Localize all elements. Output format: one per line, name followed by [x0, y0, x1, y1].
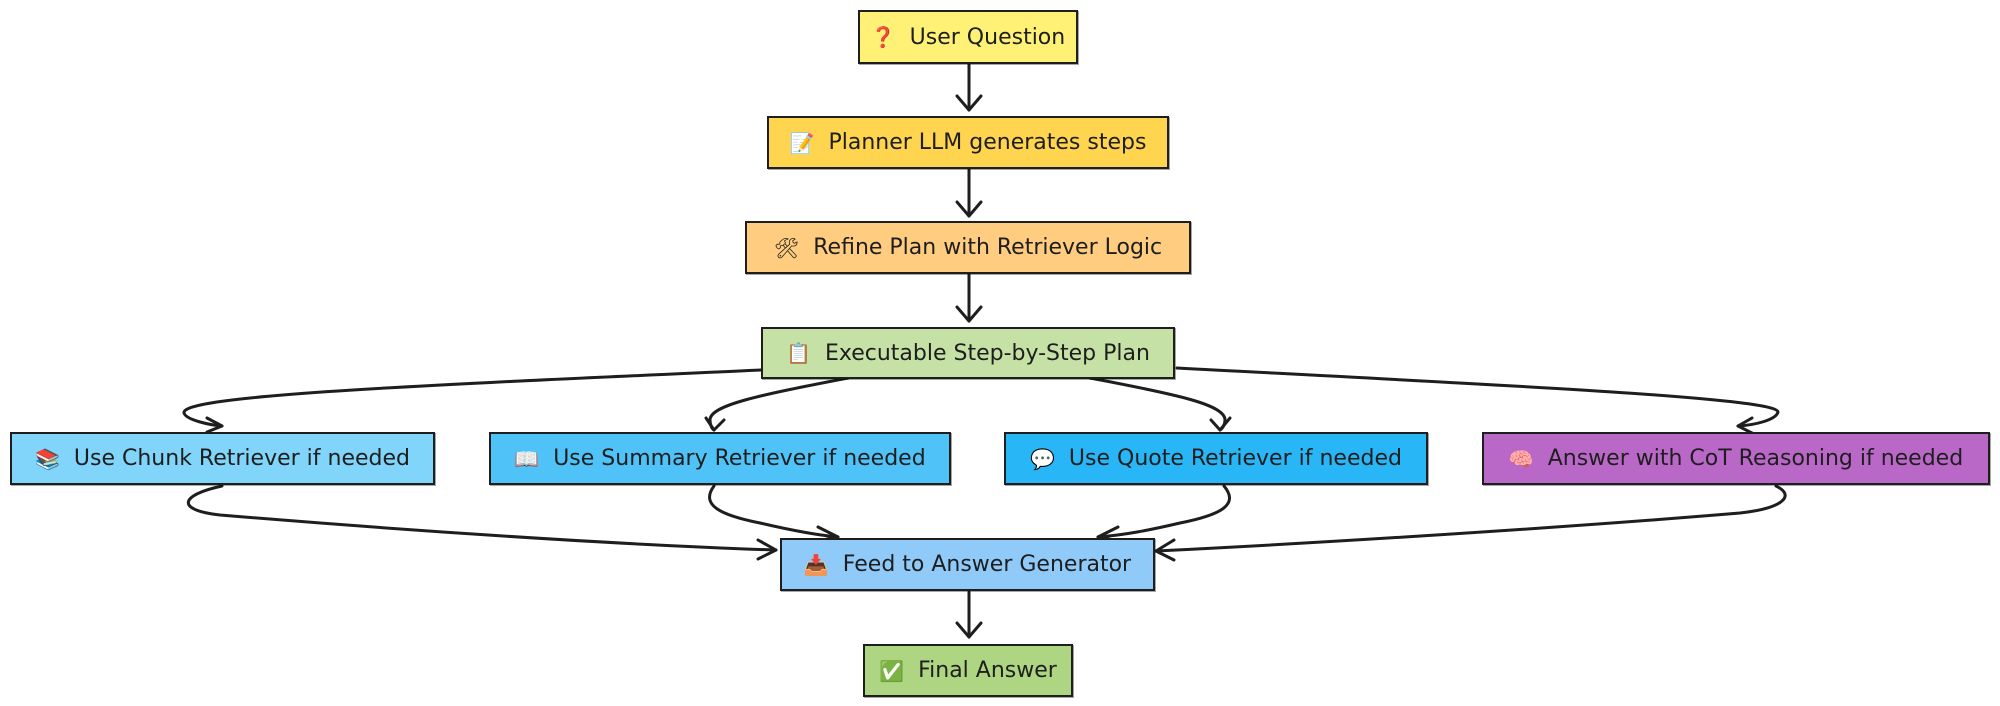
node-label: Refine Plan with Retriever Logic [813, 235, 1163, 260]
node-label: Use Chunk Retriever if needed [73, 446, 410, 471]
question-icon: ❓ [870, 25, 896, 49]
arrowhead-refine [955, 200, 983, 218]
edge-summary-to-feed [708, 484, 840, 539]
node-label: Use Quote Retriever if needed [1068, 446, 1402, 471]
node-label: Feed to Answer Generator [842, 552, 1132, 577]
arrowhead-chunk [205, 416, 224, 434]
node-planner: 📝 Planner LLM generates steps [767, 116, 1169, 169]
edge-quote-to-feed [1096, 484, 1231, 539]
node-quote-retriever: 💬 Use Quote Retriever if needed [1004, 432, 1428, 485]
node-label: User Question [909, 24, 1066, 50]
node-label: Use Summary Retriever if needed [553, 446, 926, 471]
arrowhead-feed-right [1154, 538, 1176, 562]
node-user-question: ❓ User Question [858, 10, 1078, 64]
arrowhead-plan [955, 305, 983, 323]
memo-icon: 📝 [789, 130, 815, 155]
node-label: Planner LLM generates steps [828, 130, 1147, 155]
node-final-answer: ✅ Final Answer [863, 644, 1073, 697]
arrowhead-quote [1209, 416, 1232, 432]
clipboard-icon: 📋 [786, 341, 811, 365]
edge-plan-to-summary [708, 376, 850, 432]
node-label: Final Answer [918, 658, 1057, 683]
open-book-icon: 📖 [514, 446, 540, 471]
node-executable-plan: 📋 Executable Step-by-Step Plan [761, 327, 1175, 379]
node-label: Executable Step-by-Step Plan [824, 340, 1150, 366]
node-refine: 🛠 Refine Plan with Retriever Logic [745, 221, 1191, 274]
inbox-tray-icon: 📥 [803, 552, 829, 577]
node-cot-reasoning: 🧠 Answer with CoT Reasoning if needed [1482, 432, 1990, 485]
edge-plan-to-chunk [182, 368, 763, 428]
edge-plan-to-cot [1175, 366, 1780, 428]
arrowhead-feed-left [756, 538, 778, 561]
arrowhead-cot [1736, 416, 1754, 435]
node-chunk-retriever: 📚 Use Chunk Retriever if needed [10, 432, 435, 485]
speech-bubble-icon: 💬 [1030, 446, 1055, 471]
edge-chunk-to-feed [186, 484, 778, 552]
arrowhead-summary [704, 416, 726, 432]
node-label: Answer with CoT Reasoning if needed [1547, 446, 1964, 471]
edge-cot-to-feed [1154, 484, 1787, 553]
node-feed-answer-generator: 📥 Feed to Answer Generator [780, 538, 1155, 591]
node-summary-retriever: 📖 Use Summary Retriever if needed [489, 432, 951, 485]
books-icon: 📚 [35, 446, 60, 471]
arrowhead-planner [955, 94, 983, 112]
check-mark-icon: ✅ [879, 658, 905, 683]
brain-icon: 🧠 [1508, 446, 1534, 471]
arrowhead-final [955, 621, 983, 639]
tools-icon: 🛠 [773, 235, 800, 260]
edge-plan-to-quote [1088, 376, 1227, 432]
